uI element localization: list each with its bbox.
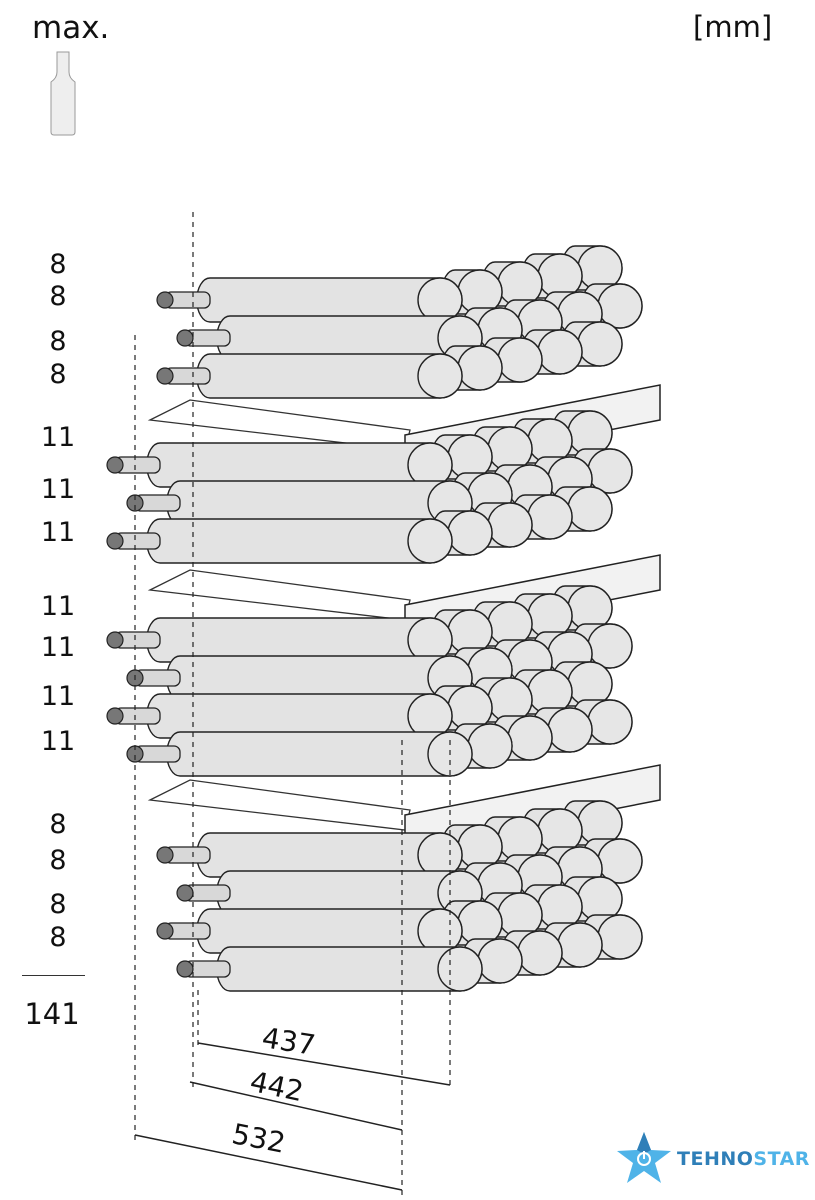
row-count: 11 — [40, 632, 76, 663]
bottle-base — [587, 699, 633, 745]
shelf-rail — [147, 569, 411, 621]
row-count: 8 — [49, 359, 67, 390]
logo-text-star: STAR — [753, 1148, 810, 1170]
bottle-base — [507, 715, 553, 761]
row-count: 8 — [49, 889, 67, 920]
row-count: 8 — [49, 249, 67, 280]
bottle-cork — [156, 291, 174, 309]
bottle-cork — [106, 707, 124, 725]
dim-line-532 — [134, 1134, 403, 1191]
tehnostar-logo: TEHNOSTAR — [615, 1130, 815, 1186]
row-count: 8 — [49, 922, 67, 953]
bottle-base — [577, 321, 623, 367]
bottle-base — [477, 938, 523, 984]
bottle-cork — [176, 960, 194, 978]
row-count: 11 — [40, 681, 76, 712]
bottle-cork — [156, 846, 174, 864]
row-count: 11 — [40, 591, 76, 622]
dim-line-442 — [189, 1081, 403, 1131]
bottle-cork — [106, 456, 124, 474]
bottle-base — [447, 510, 493, 556]
bottle-base — [567, 486, 613, 532]
bottle-base — [517, 930, 563, 976]
bottle-cork — [176, 329, 194, 347]
bottle-cork — [156, 922, 174, 940]
bottle-base — [587, 623, 633, 669]
bottle-cork — [176, 884, 194, 902]
total-count: 141 — [24, 997, 80, 1031]
bottle-base — [557, 922, 603, 968]
bottle-base — [547, 707, 593, 753]
row-count: 8 — [49, 809, 67, 840]
bottle-base — [537, 329, 583, 375]
bottle-base — [417, 353, 463, 399]
bottle-cork — [106, 532, 124, 550]
bottle-base — [467, 723, 513, 769]
bottle-base — [407, 518, 453, 564]
bottle-base — [597, 914, 643, 960]
bottle-base — [587, 448, 633, 494]
row-count: 11 — [40, 726, 76, 757]
star-icon — [617, 1132, 671, 1183]
bottle-base — [597, 838, 643, 884]
bottle-base — [437, 946, 483, 992]
bottle-base — [457, 345, 503, 391]
row-count: 8 — [49, 281, 67, 312]
sum-divider — [22, 975, 85, 976]
shelf-rail — [147, 399, 411, 451]
dim-line-437 — [197, 1042, 451, 1086]
bottle-cork — [106, 631, 124, 649]
bottle-base — [527, 494, 573, 540]
shelf-rail — [147, 779, 411, 831]
bottle — [166, 731, 473, 777]
bottle-base — [497, 337, 543, 383]
bottle-cork — [156, 367, 174, 385]
row-count: 11 — [40, 422, 76, 453]
logo-text-tehno: TEHNO — [677, 1148, 754, 1170]
row-count: 11 — [40, 517, 76, 548]
max-label: max. — [32, 10, 110, 46]
bottle-icon — [50, 51, 76, 136]
row-count: 11 — [40, 474, 76, 505]
row-count: 8 — [49, 326, 67, 357]
row-count: 8 — [49, 845, 67, 876]
bottle-base — [487, 502, 533, 548]
unit-label: [mm] — [693, 10, 773, 44]
bottle-base — [597, 283, 643, 329]
